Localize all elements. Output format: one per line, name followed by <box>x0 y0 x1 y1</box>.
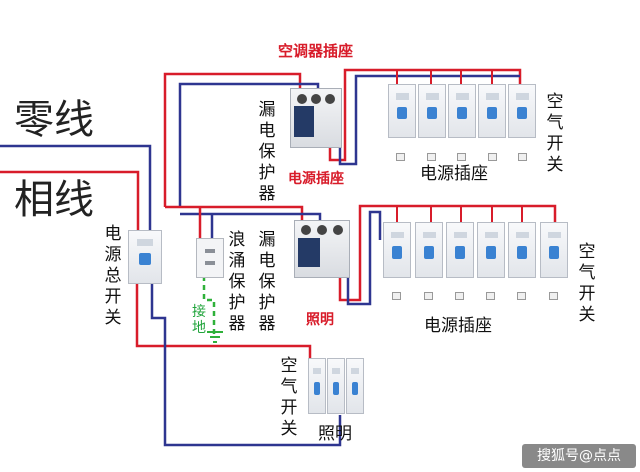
watermark: 搜狐号@点点 <box>522 444 636 468</box>
live-out-mid <box>338 204 557 302</box>
neutral-wire-label: 零线 <box>14 97 94 143</box>
breaker-bottom-2 <box>327 358 345 414</box>
live-wire-main <box>0 170 140 232</box>
air-switch-right-mid-label: 空气开关 <box>578 242 596 325</box>
surge-protector-label: 浪涌保护器 <box>228 230 246 334</box>
neutral-branch-mid <box>180 212 322 222</box>
ground-icon <box>207 331 223 343</box>
breaker-bottom-1 <box>308 358 326 414</box>
live-out-top <box>328 68 522 162</box>
breaker-mid-3 <box>446 222 474 278</box>
outlet-symbol <box>518 153 527 161</box>
ground-label: 接地 <box>192 304 206 336</box>
outlet-symbol <box>424 292 433 300</box>
ground-wire <box>202 276 216 334</box>
rcd-top <box>290 88 342 148</box>
power-outlet-red-label: 电源插座 <box>288 171 344 187</box>
air-switch-right-top-label: 空气开关 <box>546 92 564 175</box>
power-outlet-mid-label: 电源插座 <box>424 316 492 336</box>
lighting-bottom-label: 照明 <box>318 424 352 444</box>
rcd-top-label: 漏电保护器 <box>258 100 276 204</box>
outlet-symbol <box>455 292 464 300</box>
outlet-symbol <box>457 153 466 161</box>
air-switch-bottom-label: 空气开关 <box>280 356 298 439</box>
breaker-bottom-3 <box>346 358 364 414</box>
neutral-trunk <box>150 282 342 447</box>
breaker-mid-6 <box>540 222 568 278</box>
breaker-mid-1 <box>383 222 411 278</box>
outlet-symbol <box>486 292 495 300</box>
neutral-wire-main <box>0 144 152 232</box>
outlet-symbol <box>427 153 436 161</box>
outlet-symbol <box>517 292 526 300</box>
breaker-top-2 <box>418 84 446 138</box>
main-power-switch <box>128 230 162 284</box>
neutral-out-mid <box>346 210 382 306</box>
outlet-symbol <box>392 292 401 300</box>
lighting-red-label: 照明 <box>306 312 334 328</box>
rcd-mid <box>294 220 350 278</box>
live-branch-mid <box>165 205 304 222</box>
neutral-out-top <box>338 74 520 166</box>
breaker-top-3 <box>448 84 476 138</box>
neutral-branch-top <box>178 82 320 207</box>
live-trunk <box>135 282 312 360</box>
outlet-symbol <box>396 153 405 161</box>
outlet-symbol <box>488 153 497 161</box>
surge-protector <box>196 238 224 278</box>
breaker-mid-5 <box>508 222 536 278</box>
breaker-top-5 <box>508 84 536 138</box>
outlet-symbol <box>549 292 558 300</box>
breaker-top-1 <box>388 84 416 138</box>
rcd-mid-label: 漏电保护器 <box>258 230 276 334</box>
breaker-top-4 <box>478 84 506 138</box>
breaker-mid-2 <box>415 222 443 278</box>
live-wire-label: 相线 <box>14 177 94 223</box>
power-outlet-top-label: 电源插座 <box>420 164 488 184</box>
breaker-mid-4 <box>477 222 505 278</box>
main-switch-label: 电源总开关 <box>104 224 122 328</box>
ac-outlet-title: 空调器插座 <box>278 42 354 60</box>
live-branch-top <box>163 72 302 207</box>
